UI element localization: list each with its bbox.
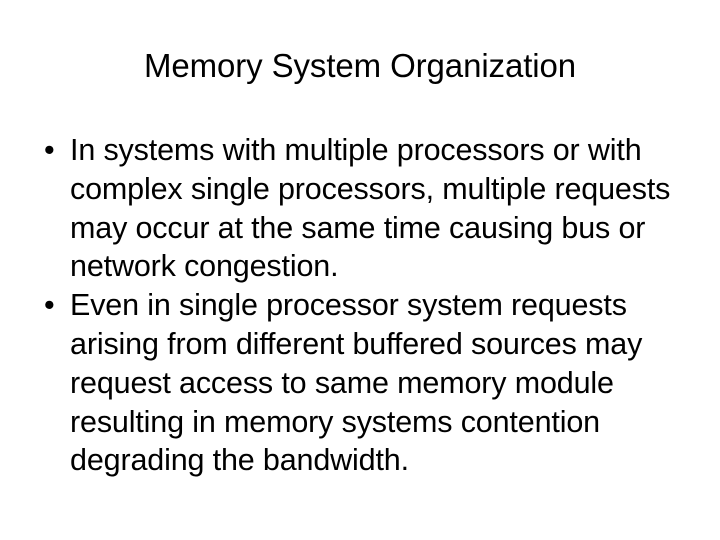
bullet-dot-icon: • [44, 288, 55, 323]
list-item: • In systems with multiple processors or… [36, 131, 720, 286]
bullet-dot-icon: • [44, 133, 55, 167]
list-item-text: In systems with multiple processors or w… [70, 133, 671, 284]
page-title: Memory System Organization [143, 47, 577, 84]
slide-body: • In systems with multiple processors or… [36, 131, 720, 480]
bullet-list: • In systems with multiple processors or… [36, 131, 720, 480]
list-item: • Even in single processor system reques… [36, 286, 720, 480]
list-item-text: Even in single processor system requests… [70, 288, 643, 478]
